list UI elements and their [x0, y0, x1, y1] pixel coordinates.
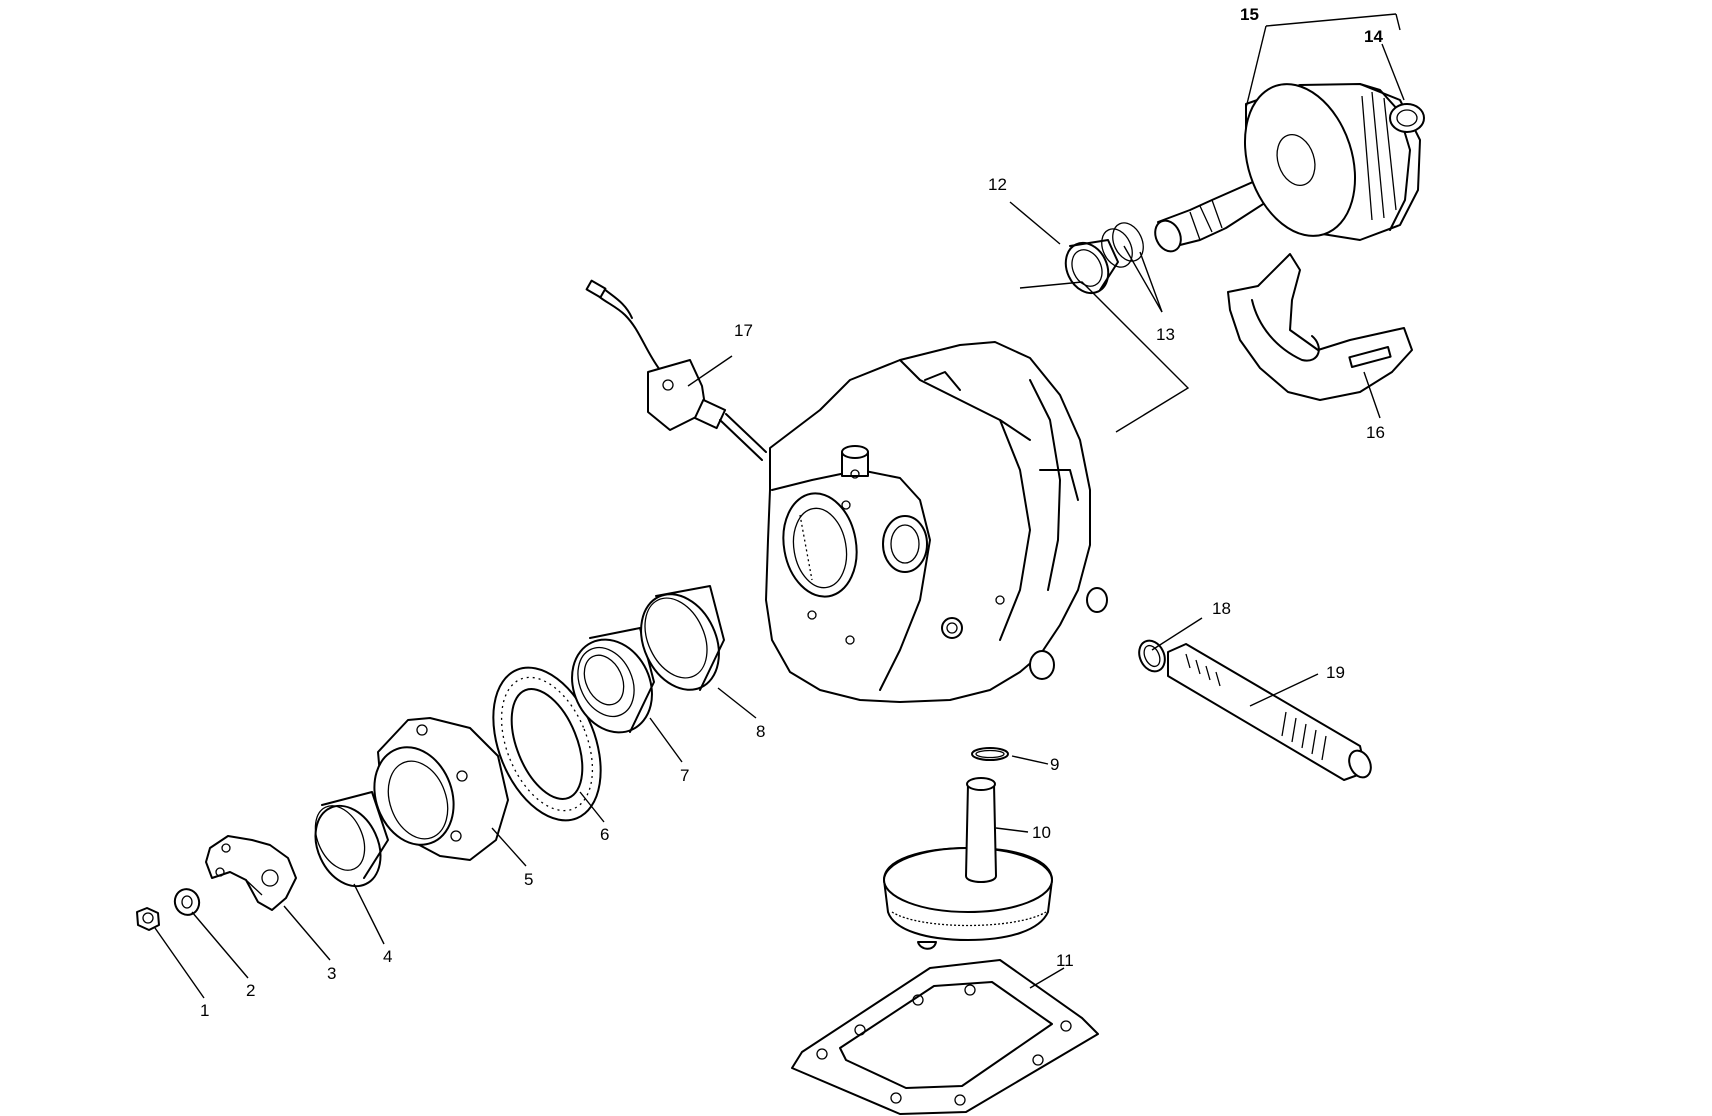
callout-18: 18	[1212, 599, 1231, 618]
part-6-gasket	[492, 666, 602, 822]
part-8-sleeve	[640, 585, 725, 691]
callout-8: 8	[756, 722, 765, 741]
part-2-washer	[173, 888, 201, 916]
part-13-snap-rings	[1101, 222, 1144, 268]
part-12-bushing	[1064, 239, 1119, 295]
callout-9: 9	[1050, 755, 1059, 774]
part-15-shaft-gear	[1154, 83, 1421, 253]
callout-12: 12	[988, 175, 1007, 194]
part-19-shaft	[1167, 643, 1372, 781]
callout-7: 7	[680, 766, 689, 785]
part-14-bushing	[1389, 103, 1425, 133]
part-17-switch-sensor	[585, 279, 767, 461]
part-11-pan-gasket	[791, 959, 1099, 1115]
callout-6: 6	[600, 825, 609, 844]
callout-13: 13	[1156, 325, 1175, 344]
part-7-ball-bearing	[571, 627, 655, 734]
transfer-case-housing	[765, 341, 1108, 703]
callout-17: 17	[734, 321, 753, 340]
assembly-guide-lines	[1019, 281, 1190, 433]
part-4-seal	[314, 791, 389, 888]
part-18-o-ring	[1138, 639, 1166, 673]
part-10-filter-screen	[883, 777, 1053, 950]
part-5-bearing-retainer	[373, 717, 509, 861]
callout-4: 4	[383, 947, 392, 966]
callout-3: 3	[327, 964, 336, 983]
callout-2: 2	[246, 981, 255, 1000]
leader-lines	[154, 13, 1405, 999]
callout-11: 11	[1056, 951, 1074, 970]
part-1-hex-nut	[136, 907, 160, 931]
callout-5: 5	[524, 870, 533, 889]
callout-14: 14	[1364, 27, 1383, 46]
callout-15: 15	[1240, 5, 1259, 24]
callout-1: 1	[200, 1001, 209, 1020]
part-9-o-ring	[971, 747, 1009, 761]
callout-labels: 1 2 3 4 5 6 7 8 9 10 11 12 13 14 15 16 1…	[200, 5, 1385, 1020]
callout-16: 16	[1366, 423, 1385, 442]
callout-19: 19	[1326, 663, 1345, 682]
part-16-shield	[1227, 253, 1413, 401]
callout-10: 10	[1032, 823, 1051, 842]
part-3-yoke	[205, 835, 297, 911]
